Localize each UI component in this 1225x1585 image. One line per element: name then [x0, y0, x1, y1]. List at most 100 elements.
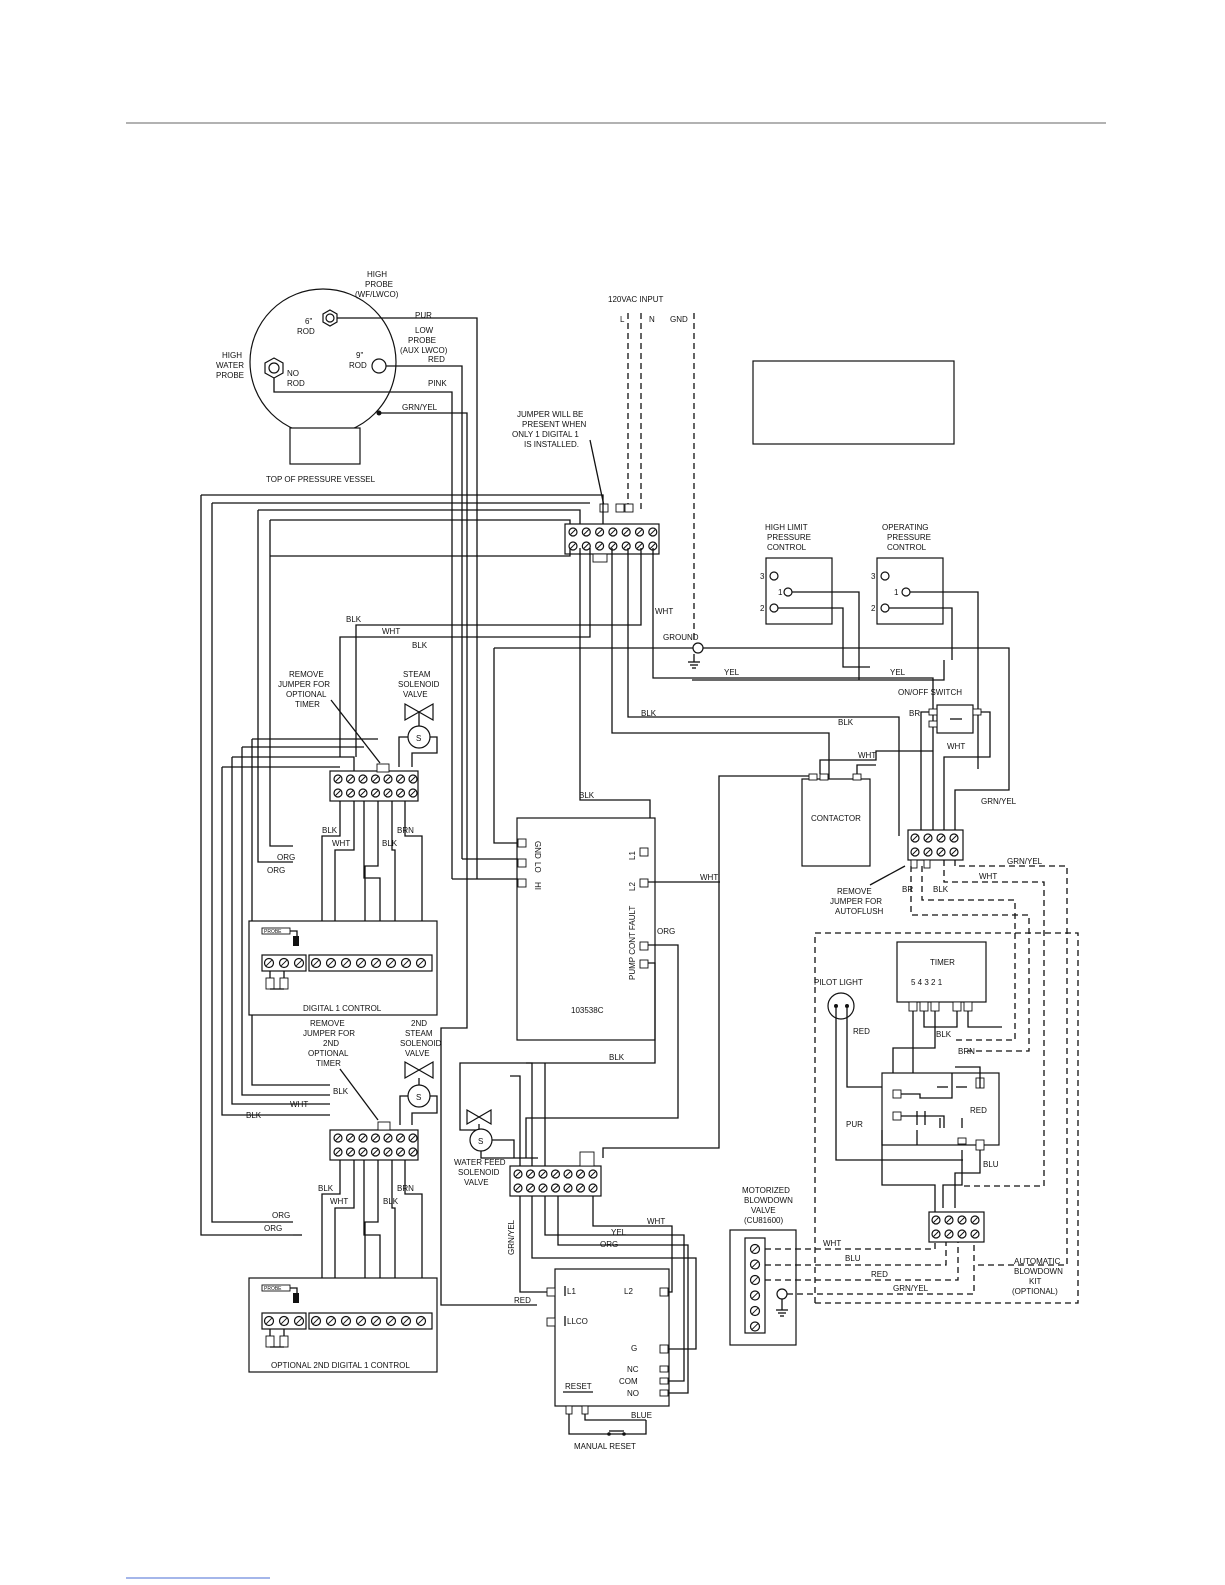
terminal-screw-slot [397, 1135, 404, 1141]
terminal-screw-slot [312, 1317, 320, 1325]
high-water-probe-label-3: PROBE [216, 371, 244, 380]
remove-jumper-timer-2: JUMPER FOR [278, 680, 330, 689]
terminal-screw-slot [590, 1185, 596, 1191]
terminal-screw-slot [357, 1317, 365, 1325]
wire-label-blk-7: BLK [246, 1111, 262, 1120]
wire-label-blk-8: BLK [318, 1184, 334, 1193]
terminal-screw-slot [959, 1217, 965, 1223]
no-rod-label-1: NO [287, 369, 299, 378]
wire-label-wht-top: WHT [655, 607, 673, 616]
lower-harness [293, 1160, 423, 1345]
terminal-screw-slot [650, 543, 656, 549]
input-l-label: L [620, 315, 625, 324]
optional-control-label: OPTIONAL 2ND DIGITAL 1 CONTROL [271, 1361, 410, 1370]
left-harness-1 [221, 738, 423, 1116]
terminal-screw-slot [515, 1171, 521, 1177]
terminal-screw-slot [402, 959, 410, 967]
top-of-vessel-label: TOP OF PRESSURE VESSEL [266, 475, 376, 484]
wire-label-blu-relay: BLU [983, 1160, 999, 1169]
high-limit-label-1: HIGH LIMIT [765, 523, 808, 532]
vessel-labels: HIGH PROBE (WF/LWCO) 6" ROD LOW PROBE (A… [216, 270, 448, 484]
nine-rod-label-2: ROD [349, 361, 367, 370]
terminal-screw-slot [577, 1185, 584, 1191]
middle-terminal-strip [329, 763, 419, 802]
hl-pin-2: 2 [760, 604, 765, 613]
terminal-screw-slot [372, 1135, 379, 1141]
wire-label-org-4: ORG [264, 1224, 282, 1233]
terminal-screw-slot [410, 1135, 416, 1141]
ground-label: GROUND [663, 633, 699, 642]
wire-label-pur: PUR [415, 311, 432, 320]
terminal-screw-slot [951, 835, 957, 841]
terminal-screw-slot [540, 1185, 546, 1191]
relay-block [881, 1066, 1000, 1208]
probe-tag-2: PROBE [264, 1286, 282, 1292]
jumper-note-2: PRESENT WHEN [522, 420, 587, 429]
on-off-switch[interactable]: ON/OFF SWITCH [898, 688, 991, 836]
terminal-screw-slot [402, 1317, 410, 1325]
terminal-screw-slot [552, 1185, 559, 1191]
terminal-screw-slot [385, 776, 391, 782]
terminal-screw-slot [912, 849, 918, 855]
wire-label-grnyel-3: GRN/YEL [1007, 857, 1043, 866]
terminal-screw-slot [347, 776, 354, 782]
steam-solenoid-valve: STEAM SOLENOID VALVE S [398, 670, 440, 767]
terminal-screw-slot [335, 776, 341, 782]
terminal-screw-slot [933, 1231, 939, 1237]
terminal-screw-slot [972, 1217, 978, 1223]
terminal-screw-slot [397, 790, 404, 796]
terminal-screw-slot [751, 1307, 759, 1315]
wire-label-org-3: ORG [272, 1211, 290, 1220]
auto-blowdown-label-1: AUTOMATIC [1014, 1257, 1061, 1266]
probe-tag-1: PROBE [264, 929, 282, 935]
pin-gnd: GND [533, 841, 542, 859]
wire-label-wht-switch: WHT [947, 742, 965, 751]
six-rod-label-1: 6" [305, 317, 312, 326]
low-probe-label-3: (AUX LWCO) [400, 346, 448, 355]
remove-jumper-timer-1: REMOVE [289, 670, 324, 679]
wire-label-wht-3: WHT [979, 872, 997, 881]
wire-label-br-switch: BR [909, 709, 920, 718]
terminal-screw-slot [335, 1149, 341, 1155]
lower-terminal-strip [329, 1121, 419, 1161]
terminal-screw-slot [912, 835, 918, 841]
wire-label-yel-2: YEL [890, 668, 906, 677]
terminal-screw-slot [527, 1185, 534, 1191]
terminal-screw-slot [623, 543, 629, 549]
high-probe-label-2: PROBE [365, 280, 393, 289]
jumper-note-4: IS INSTALLED. [524, 440, 579, 449]
timer-pin-labels: 5 4 3 2 1 [911, 978, 943, 987]
terminal-screw-slot [385, 1135, 391, 1141]
lwco-pin-l1: L1 [567, 1287, 576, 1296]
motorized-label-2: BLOWDOWN [744, 1196, 793, 1205]
remove-jumper-timer-4: TIMER [295, 700, 320, 709]
terminal-screw-slot [327, 959, 335, 967]
high-probe-label-3: (WF/LWCO) [355, 290, 399, 299]
low-probe-9in-rod [371, 358, 387, 374]
terminal-screw-slot [410, 790, 416, 796]
wire-label-blk-5: BLK [382, 839, 398, 848]
remove-jumper-2nd-5: TIMER [316, 1059, 341, 1068]
terminal-screw-slot [342, 959, 350, 967]
operating-control: OPERATING PRESSURE CONTROL 3 1 2 [871, 523, 944, 625]
terminal-screw-slot [397, 1149, 404, 1155]
wire-label-pink: PINK [428, 379, 447, 388]
terminal-screw-slot [946, 1217, 952, 1223]
terminal-screw-slot [372, 776, 379, 782]
remove-jumper-2nd-3: 2ND [323, 1039, 339, 1048]
note-box [752, 360, 955, 445]
wire-label-blk-3: BLK [933, 885, 949, 894]
motorized-label-1: MOTORIZED [742, 1186, 790, 1195]
terminal-screw-slot [410, 776, 416, 782]
terminal-screw-slot [385, 790, 391, 796]
wire-label-org-1: ORG [277, 853, 295, 862]
operating-label-1: OPERATING [882, 523, 929, 532]
terminal-screw-slot [360, 776, 366, 782]
timer: TIMER 5 4 3 2 1 [892, 941, 1002, 1098]
digital-control-2: PROBE OPTIONAL 2ND DIGITAL 1 CONTROL [248, 1277, 438, 1373]
terminal-screw-slot [577, 1171, 584, 1177]
wire-label-org-2: ORG [267, 866, 285, 875]
terminal-screw-slot [372, 790, 379, 796]
terminal-screw-slot [295, 1317, 303, 1325]
